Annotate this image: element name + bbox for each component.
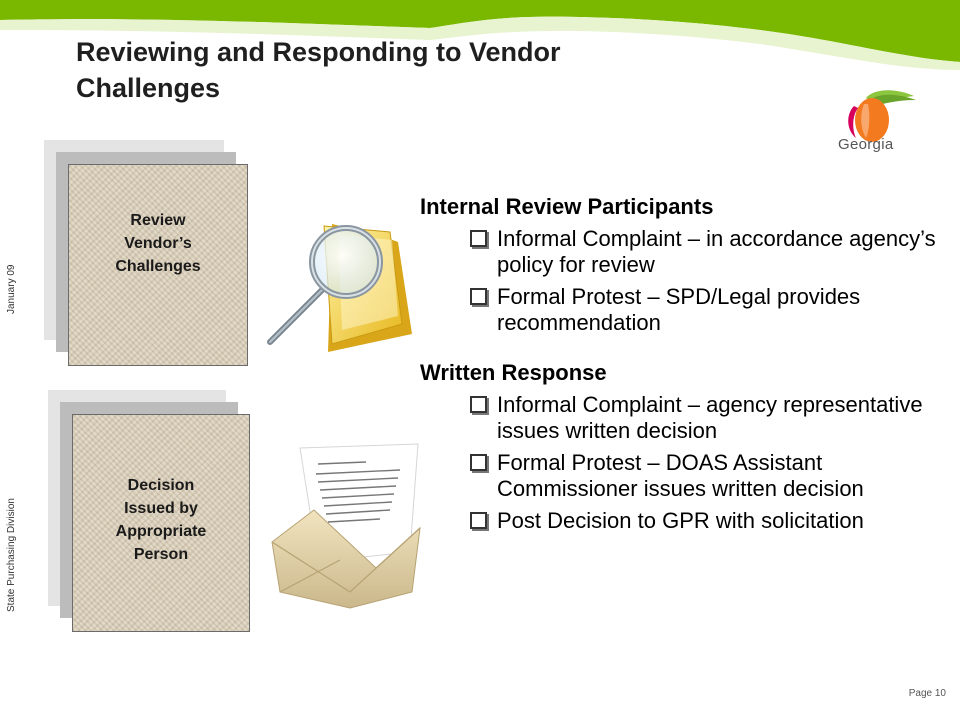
section-internal-review: Internal Review Participants Informal Co… [420,192,940,336]
process-card-label: Decision Issued by Appropriate Person [115,477,207,563]
bullet-item: Post Decision to GPR with solicitation [420,508,940,534]
section-written-response: Written Response Informal Complaint – ag… [420,358,940,534]
envelope-letter-icon [271,443,421,609]
georgia-peach-logo-icon [848,90,916,142]
header-wave [0,0,960,70]
process-card-review: Review Vendor’s Challenges [44,140,252,366]
georgia-logo: Georgia [830,86,930,162]
magnifier-folder-icon [267,224,412,352]
side-date: January 09 [6,264,17,314]
bullet-item: Informal Complaint – agency representati… [420,392,940,444]
logo-text: Georgia [838,136,894,153]
section-heading: Written Response [420,360,607,385]
checkbox-bullet-icon [470,230,487,247]
process-card-decision: Decision Issued by Appropriate Person [48,390,252,632]
bullet-item: Formal Protest – SPD/Legal provides reco… [420,284,940,336]
page-number: Page 10 [908,688,946,699]
checkbox-bullet-icon [470,512,487,529]
bullet-item: Formal Protest – DOAS Assistant Commissi… [420,450,940,502]
page-title: Reviewing and Responding to Vendor Chall… [76,37,561,103]
bullet-list: Informal Complaint – agency representati… [420,392,940,534]
section-heading: Internal Review Participants [420,194,714,219]
content-body: Internal Review Participants Informal Co… [420,192,940,540]
bullet-list: Informal Complaint – in accordance agenc… [420,226,940,336]
side-division: State Purchasing Division [6,498,17,612]
checkbox-bullet-icon [470,396,487,413]
checkbox-bullet-icon [470,454,487,471]
checkbox-bullet-icon [470,288,487,305]
bullet-item: Informal Complaint – in accordance agenc… [420,226,940,278]
process-card-label: Review Vendor’s Challenges [115,211,201,275]
